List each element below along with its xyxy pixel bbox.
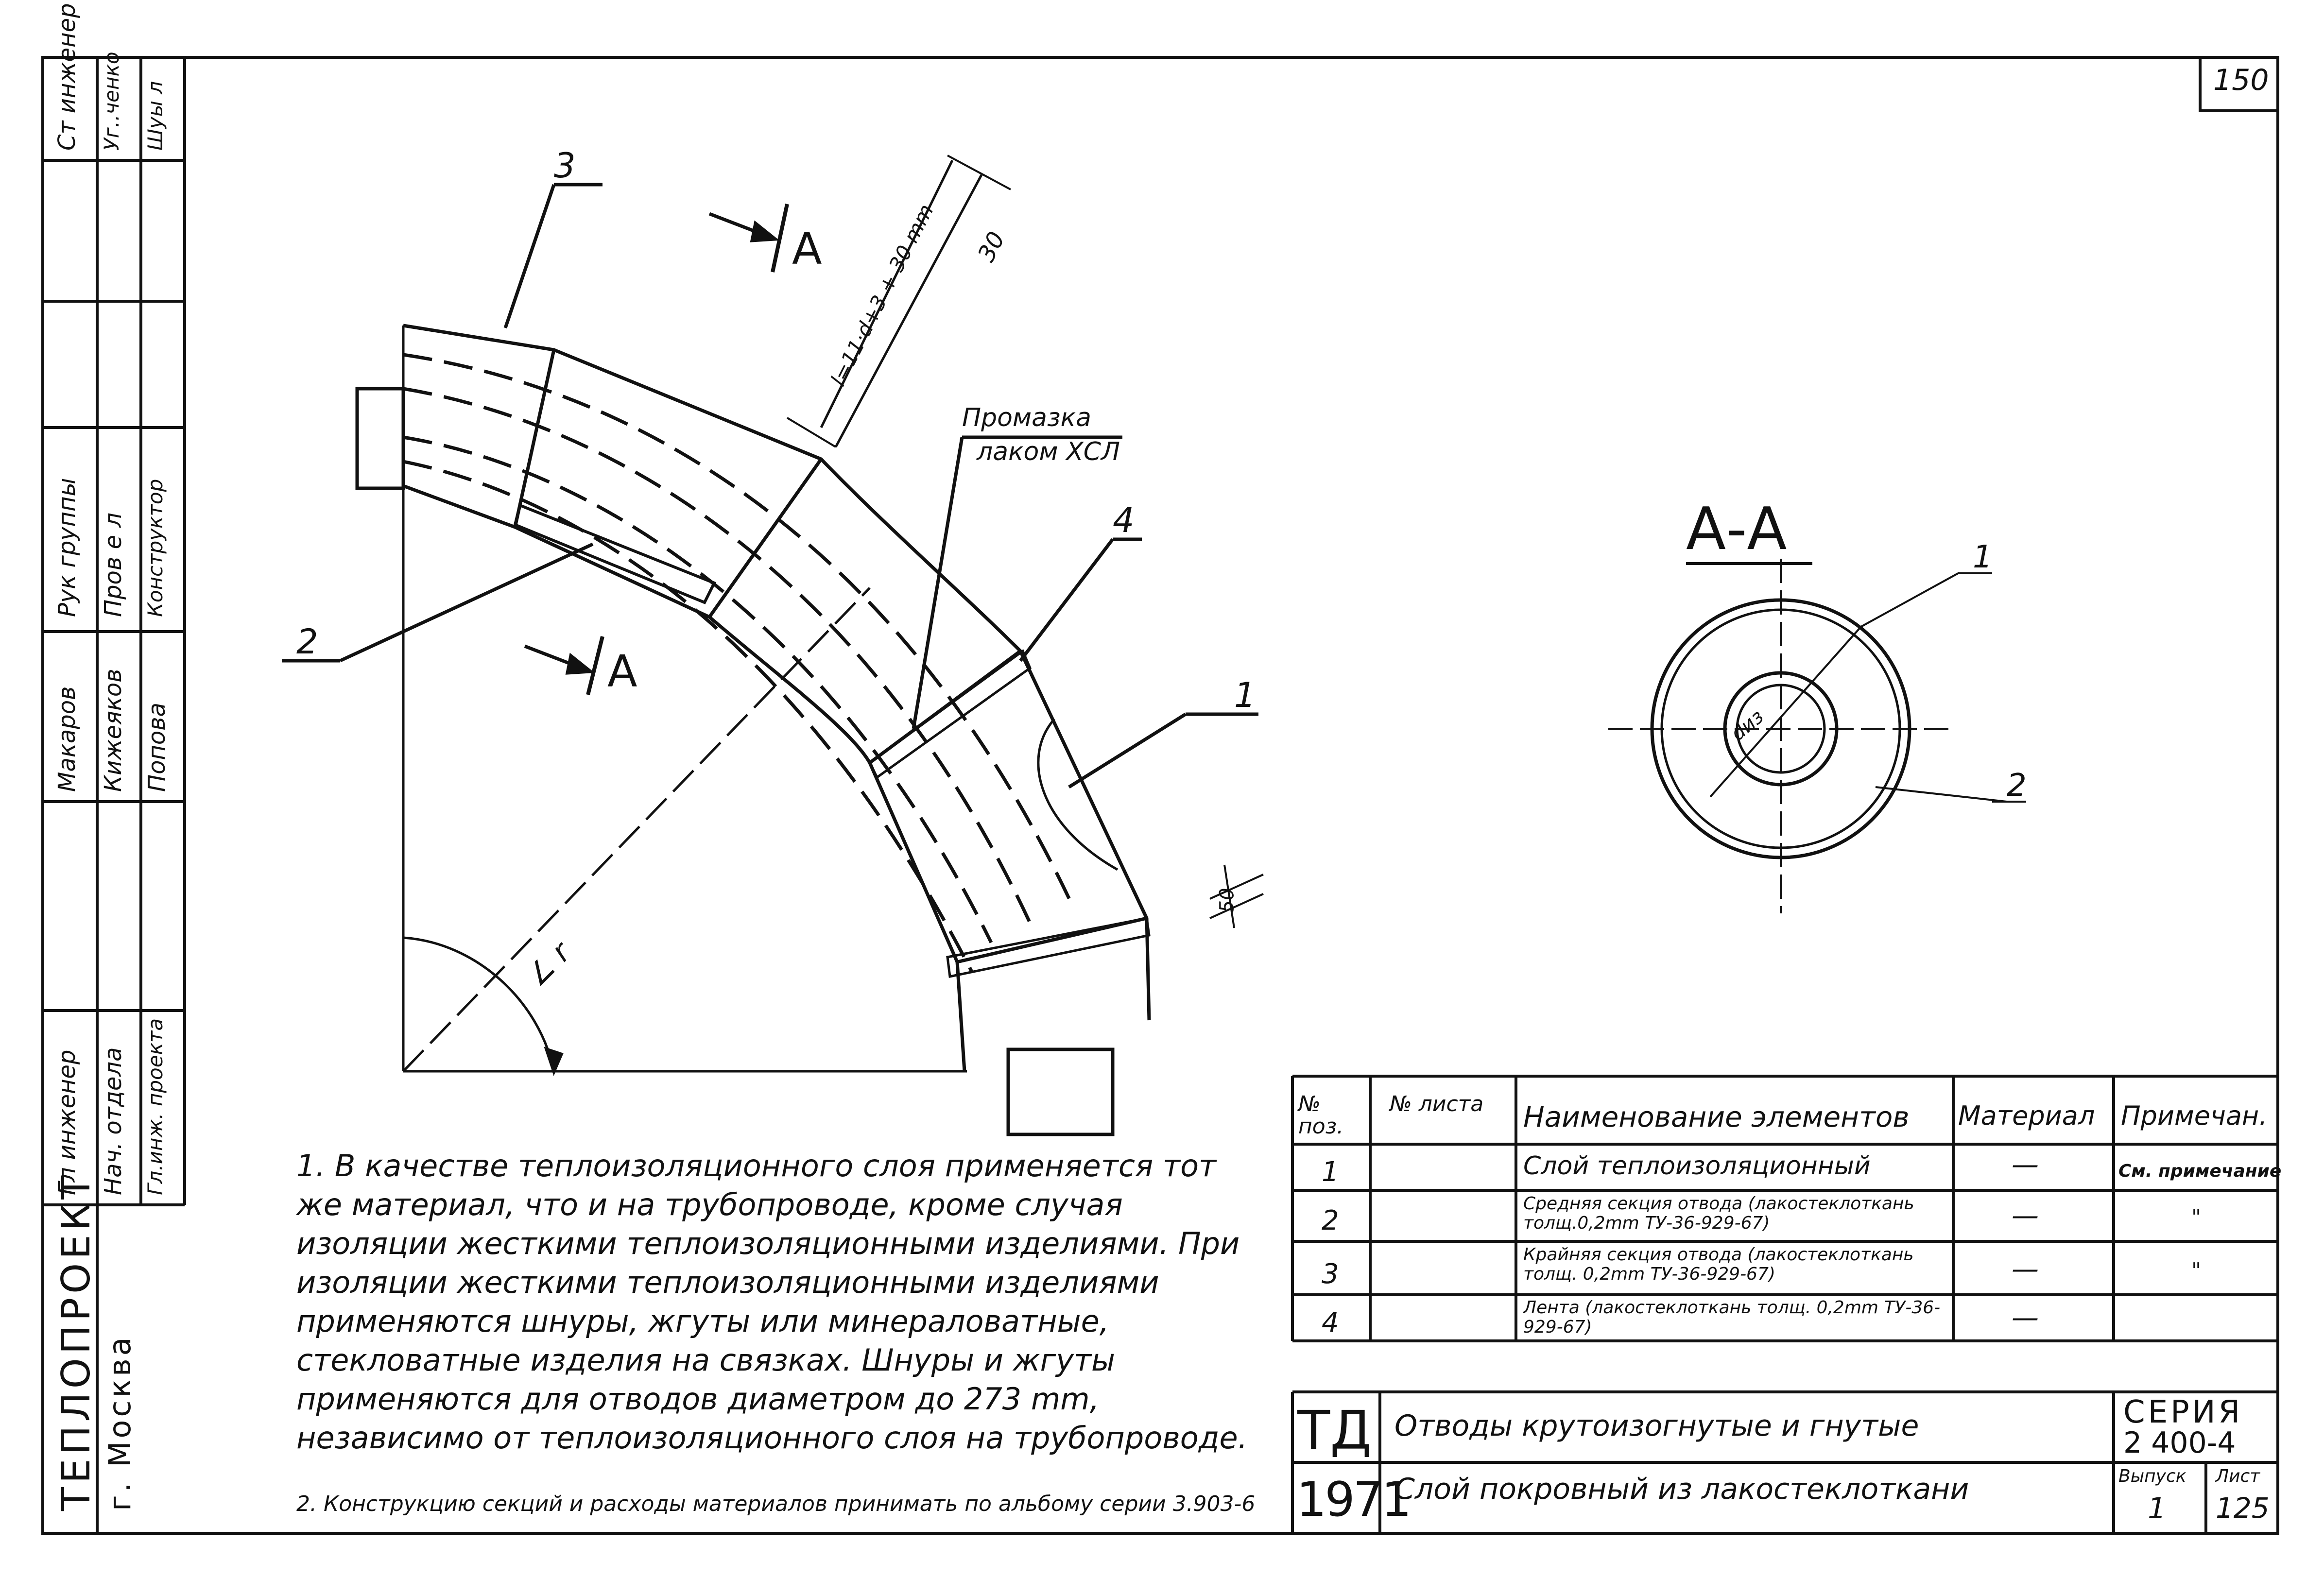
section-leader-1: 1 — [1973, 539, 1993, 575]
table-row-1-pos: 1 — [1322, 1156, 1339, 1188]
issue-value: 1 — [2148, 1492, 2167, 1526]
stamp-name-shuy: Шуы л — [143, 81, 167, 151]
note-1: 1. В качестве теплоизоляционного слоя пр… — [296, 1148, 1248, 1456]
spec-table-grid — [1291, 1075, 2278, 1533]
stamp-role-group-head: Рук группы — [53, 478, 81, 617]
table-row-1-material: — — [2012, 1149, 2039, 1181]
stamp-role-chief-project-engineer: Гл.инж. проекта — [143, 1018, 167, 1195]
section-aa — [1608, 559, 2026, 913]
table-row-2-note: " — [2191, 1205, 2202, 1230]
table-row-3-material: — — [2012, 1253, 2039, 1285]
table-row-1-name: Слой теплоизоляционный — [1523, 1151, 1871, 1181]
stamp-role-checker: Пров е л — [100, 513, 127, 617]
table-row-2-pos: 2 — [1322, 1205, 1339, 1236]
stamp-name-makarov: Макаров — [53, 686, 81, 792]
section-leader-2: 2 — [2007, 768, 2027, 804]
leader-label-4: 4 — [1113, 500, 1135, 540]
table-row-3-note: " — [2191, 1258, 2202, 1283]
table-row-4-name: Лента (лакостеклоткань толщ. 0,2mm ТУ-36… — [1523, 1298, 1941, 1337]
stamp-name-popova: Попова — [143, 703, 171, 792]
table-row-2-material: — — [2012, 1200, 2039, 1232]
issue-label: Выпуск — [2118, 1466, 2186, 1486]
sheet-frame — [41, 56, 2279, 1535]
section-aa-title: А-А — [1686, 496, 1787, 563]
stamp-role-designer: Конструктор — [143, 479, 167, 617]
leader-label-1: 1 — [1234, 675, 1256, 715]
note-2: 2. Конструкцию секций и расходы материал… — [296, 1492, 1256, 1516]
table-row-3-name: Крайняя секция отвода (лакостеклоткань т… — [1523, 1245, 1914, 1284]
leader-label-2: 2 — [296, 622, 318, 662]
leader-label-3: 3 — [554, 146, 576, 186]
dimension-50: 50 — [1216, 888, 1239, 913]
table-row-4-pos: 4 — [1322, 1307, 1339, 1338]
table-row-1-note: См. примечание — [2118, 1161, 2282, 1181]
sheet-label: Лист — [2216, 1466, 2260, 1486]
table-header-material: Материал — [1958, 1100, 2095, 1131]
org-city: г. Москва — [102, 1334, 138, 1511]
stamp-name-kizheyakov: Кижеяков — [100, 669, 127, 792]
table-row-4-material: — — [2012, 1302, 2039, 1334]
table-header-name: Наименование элементов — [1523, 1100, 1910, 1133]
title-line-2: Слой покровный из лакостеклоткани — [1394, 1472, 1969, 1506]
series-label: СЕРИЯ — [2123, 1394, 2243, 1430]
title-year: 1971 — [1296, 1472, 1412, 1527]
org-name: ТЕПЛОПРОЕКТ — [53, 1171, 99, 1511]
stamp-name-engineer: Уг..ченко — [100, 51, 123, 151]
section-mark-upper: А — [792, 223, 822, 274]
table-row-3-pos: 3 — [1322, 1258, 1339, 1290]
bend-drawing — [282, 154, 1264, 1136]
coating-note-line1: Промазка — [962, 403, 1091, 432]
table-header-sheet: № листа — [1390, 1092, 1484, 1116]
stamp-role-chief-engineer: Гл инженер — [53, 1049, 81, 1195]
page-number: 150 — [2213, 63, 2269, 97]
sheet-value: 125 — [2216, 1492, 2270, 1525]
coating-note-line2: лаком ХСЛ — [977, 437, 1120, 466]
table-header-pos: № поз. — [1298, 1092, 1344, 1139]
table-row-2-name: Средняя секция отвода (лакостеклоткань т… — [1523, 1194, 1914, 1233]
title-td: ТД — [1297, 1399, 1372, 1461]
title-line-1: Отводы крутоизогнутые и гнутые — [1394, 1409, 1919, 1443]
section-mark-lower: А — [607, 646, 637, 697]
table-header-note: Примечан. — [2121, 1100, 2268, 1131]
stamp-role-dept-head: Нач. отдела — [100, 1047, 127, 1195]
series-value: 2 400-4 — [2123, 1426, 2236, 1460]
general-notes: 1. В качестве теплоизоляционного слоя пр… — [296, 1147, 1268, 1458]
stamp-role-senior-engineer: Ст инженер — [53, 3, 81, 151]
